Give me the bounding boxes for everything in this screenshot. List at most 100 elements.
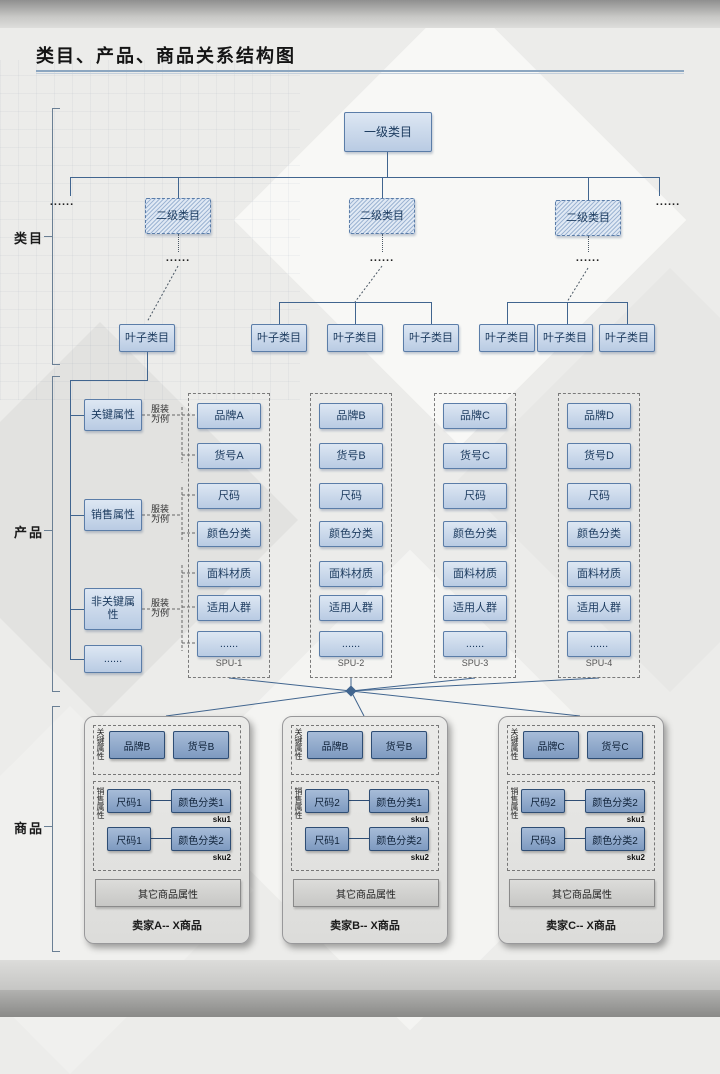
- ellipsis-dots: ......: [369, 252, 395, 264]
- item-no-box: 货号B: [173, 731, 229, 759]
- sales-attr-group-label: 销售属性: [510, 787, 519, 819]
- commodity-bracket-tick: [52, 706, 60, 707]
- spu-attr-box: 尺码: [567, 483, 631, 509]
- connector-line: [147, 352, 148, 380]
- sales-attr-group: [93, 781, 241, 871]
- spu-attr-box: 面料材质: [319, 561, 383, 587]
- connector-line: [178, 177, 179, 198]
- connector-line: [387, 152, 388, 177]
- title-underline: [36, 70, 684, 72]
- color-box: 颜色分类2: [585, 789, 645, 813]
- color-box: 颜色分类2: [171, 827, 231, 851]
- category-bracket-tick: [52, 364, 60, 365]
- spu-attr-box: 适用人群: [319, 595, 383, 621]
- connector-line: [70, 659, 84, 660]
- commodity-bracket: [52, 706, 53, 952]
- title-underline-shadow: [36, 73, 684, 74]
- item-no-box: 货号B: [371, 731, 427, 759]
- brand-box: 品牌B: [109, 731, 165, 759]
- other-attrs-box: 其它商品属性: [95, 879, 241, 907]
- edge-ellipsis-left: ......: [49, 196, 75, 208]
- spu-attr-box: 面料材质: [443, 561, 507, 587]
- key-attr-group-label: 关键属性: [294, 728, 303, 760]
- seller-card-c: 关键属性 品牌C 货号C 销售属性 尺码2 颜色分类2 sku1 尺码3 颜色分…: [498, 716, 664, 944]
- top-bar: [0, 0, 720, 28]
- ellipsis-dots: ......: [575, 252, 601, 264]
- sku-connector-line: [349, 838, 369, 839]
- spu-name: SPU-4: [585, 658, 613, 668]
- spu-attr-box: 货号C: [443, 443, 507, 469]
- key-attr-group: [93, 725, 241, 775]
- page-title: 类目、产品、商品关系结构图: [36, 46, 296, 66]
- category-bracket: [52, 108, 53, 365]
- connector-line: [382, 177, 383, 198]
- spu-attr-box: 颜色分类: [567, 521, 631, 547]
- spu-attr-box: 品牌C: [443, 403, 507, 429]
- leaf-category-box: 叶子类目: [327, 324, 383, 352]
- leaf-category-box: 叶子类目: [251, 324, 307, 352]
- bottom-bar-dark: [0, 990, 720, 1017]
- example-note: 服装为例: [150, 598, 169, 618]
- color-box: 颜色分类2: [369, 827, 429, 851]
- section-label-category: 类目: [14, 231, 45, 246]
- spu-name: SPU-1: [215, 658, 243, 668]
- spu-attr-box: 品牌A: [197, 403, 261, 429]
- spu-container-1: 品牌A 货号A 尺码 颜色分类 面料材质 适用人群 ...... SPU-1: [188, 393, 270, 678]
- spu-attr-box: 颜色分类: [197, 521, 261, 547]
- connector-line: [588, 177, 589, 200]
- dotted-connector: [588, 236, 589, 252]
- spu-attr-box: 适用人群: [443, 595, 507, 621]
- product-bracket-tick: [52, 376, 60, 377]
- other-attrs-box: 其它商品属性: [509, 879, 655, 907]
- size-box: 尺码1: [305, 827, 349, 851]
- sales-attribute-box: 销售属性: [84, 499, 142, 531]
- color-box: 颜色分类1: [171, 789, 231, 813]
- sku-label: sku2: [212, 853, 231, 862]
- other-attrs-box: 其它商品属性: [293, 879, 439, 907]
- dotted-connector: [178, 234, 179, 252]
- sales-attr-group-label: 销售属性: [96, 787, 105, 819]
- sku-label: sku1: [626, 815, 645, 824]
- example-note: 服装为例: [150, 504, 169, 524]
- sales-attr-group: [291, 781, 439, 871]
- connector-line: [355, 302, 356, 324]
- level2-category-box: 二级类目: [349, 198, 415, 234]
- spu-attr-box: 货号B: [319, 443, 383, 469]
- ellipsis-dots: ......: [165, 252, 191, 264]
- product-bracket-tick: [52, 691, 60, 692]
- connector-line: [70, 515, 84, 516]
- size-box: 尺码2: [305, 789, 349, 813]
- connector-line: [70, 177, 71, 196]
- edge-ellipsis-right: ......: [655, 196, 681, 208]
- spu-name: SPU-2: [337, 658, 365, 668]
- spu-attr-box: 颜色分类: [319, 521, 383, 547]
- leaf-category-box: 叶子类目: [119, 324, 175, 352]
- seller-title: 卖家C-- X商品: [546, 920, 616, 932]
- category-bracket-tick: [52, 108, 60, 109]
- connector-line: [70, 415, 84, 416]
- sku-label: sku1: [212, 815, 231, 824]
- bottom-bar-light: [0, 960, 720, 990]
- spu-attr-box: 尺码: [197, 483, 261, 509]
- key-attribute-box: 关键属性: [84, 399, 142, 431]
- leaf-category-box: 叶子类目: [599, 324, 655, 352]
- spu-attr-box: 适用人群: [197, 595, 261, 621]
- color-box: 颜色分类1: [369, 789, 429, 813]
- spu-attr-box: ......: [319, 631, 383, 657]
- connector-line: [70, 177, 660, 178]
- commodity-bracket-tick: [52, 951, 60, 952]
- spu-attr-box: 尺码: [319, 483, 383, 509]
- sku-label: sku2: [410, 853, 429, 862]
- item-no-box: 货号C: [587, 731, 643, 759]
- sku-connector-line: [151, 838, 171, 839]
- nonkey-attribute-box: 非关键属性: [84, 588, 142, 630]
- connector-line: [627, 302, 628, 324]
- seller-card-a: 关键属性 品牌B 货号B 销售属性 尺码1 颜色分类1 sku1 尺码1 颜色分…: [84, 716, 250, 944]
- spu-container-3: 品牌C 货号C 尺码 颜色分类 面料材质 适用人群 ...... SPU-3: [434, 393, 516, 678]
- spu-name: SPU-3: [461, 658, 489, 668]
- size-box: 尺码3: [521, 827, 565, 851]
- spu-attr-box: 适用人群: [567, 595, 631, 621]
- spu-attr-box: 品牌D: [567, 403, 631, 429]
- level2-category-box: 二级类目: [145, 198, 211, 234]
- leaf-category-box: 叶子类目: [537, 324, 593, 352]
